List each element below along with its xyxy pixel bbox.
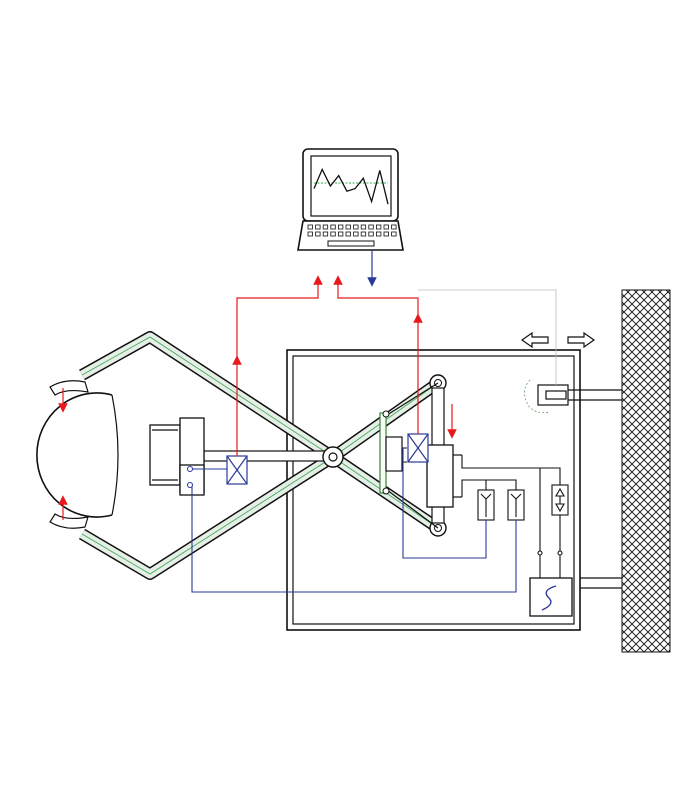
wiring-red [232,275,457,456]
wiring-black [461,455,563,578]
keyboard-keys [307,224,397,237]
signal-source-icon [529,577,573,617]
vertical-linkage [426,387,462,524]
keyboard-key [322,231,329,237]
wiring-grey [418,289,557,385]
keyboard-key [315,231,321,237]
keyboard-key [391,224,397,230]
double-arrow-icon [520,331,596,349]
keyboard-key [368,224,374,230]
frame-inner [292,355,575,625]
keyboard-key [322,224,329,230]
valve-block-2 [507,489,525,521]
keyboard-key [337,231,344,237]
keyboard-key [383,231,389,237]
keyboard-key [353,231,359,237]
toggle-switch-icon [551,484,569,516]
keyboard-key [345,231,351,237]
keyboard-key [375,231,382,237]
keyboard-key [391,231,397,237]
keyboard-key [345,224,351,230]
cross-box-sensor-right [407,433,429,463]
keyboard-key [307,224,313,230]
keyboard-key [353,224,359,230]
cross-box-sensor-icon [226,455,248,485]
sphere-head [36,380,119,529]
small-linkage [379,382,439,529]
wiring-blue [186,448,517,593]
keyboard-key [368,231,374,237]
valve-block-1 [477,489,495,521]
sensor-housing [149,417,205,496]
wall-bracket-bottom [580,577,622,589]
keyboard-key [330,224,336,230]
wall-bracket-top [537,384,622,406]
monitor-trace [313,167,389,205]
center-shaft [203,450,335,462]
keyboard-key [330,231,336,237]
keyboard-key [383,224,389,230]
keyboard-key [360,224,367,230]
keyboard-key [307,231,313,237]
keyboard-key [315,224,321,230]
keyboard-key [375,224,382,230]
keyboard-key [337,224,344,230]
keyboard-key [360,231,367,237]
wall-hatched [621,289,671,653]
computer-terminal-icon [297,148,404,251]
